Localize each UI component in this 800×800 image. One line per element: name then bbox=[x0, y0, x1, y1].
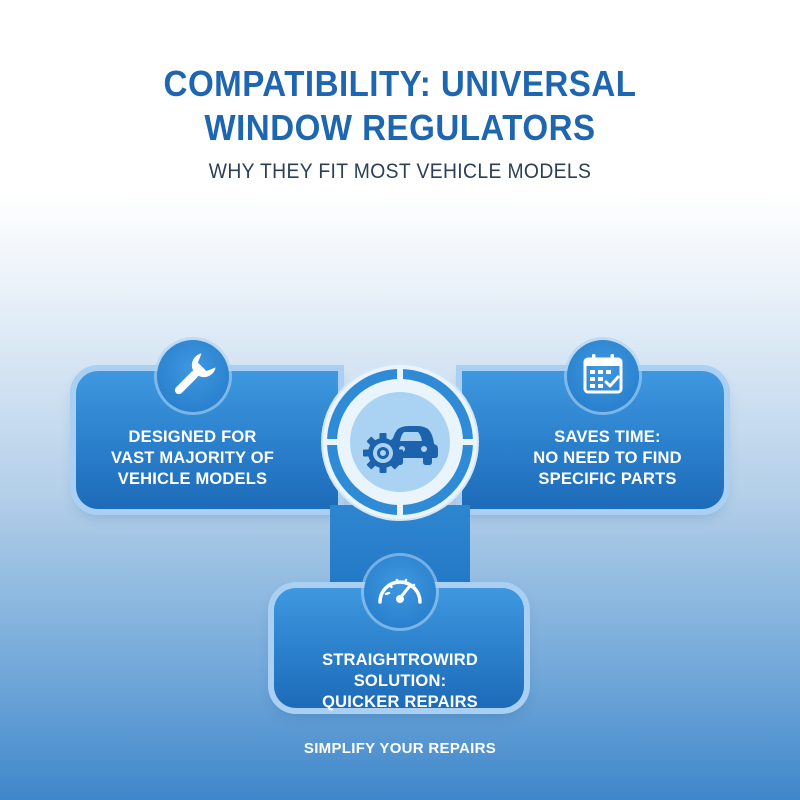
speedometer-icon bbox=[364, 556, 436, 628]
card-quicker-repairs-text: STRAIGHTROWIRD SOLUTION: QUICKER REPAIRS bbox=[322, 651, 478, 711]
calendar-icon bbox=[567, 340, 639, 412]
wrench-icon bbox=[157, 340, 229, 412]
title-line-2: WINDOW REGULATORS bbox=[204, 107, 596, 148]
page-title: COMPATIBILITY: UNIVERSAL WINDOW REGULATO… bbox=[32, 62, 768, 150]
card-saves-time-text: SAVES TIME: NO NEED TO FIND SPECIFIC PAR… bbox=[533, 428, 682, 488]
page-subtitle: WHY THEY FIT MOST VEHICLE MODELS bbox=[208, 160, 592, 183]
car-gear-icon bbox=[320, 362, 480, 522]
card-vehicle-models-text: DESIGNED FOR VAST MAJORITY OF VEHICLE MO… bbox=[110, 428, 275, 488]
footer-tagline: SIMPLIFY YOUR REPAIRS bbox=[303, 740, 497, 757]
title-line-1: COMPATIBILITY: UNIVERSAL bbox=[163, 63, 637, 104]
